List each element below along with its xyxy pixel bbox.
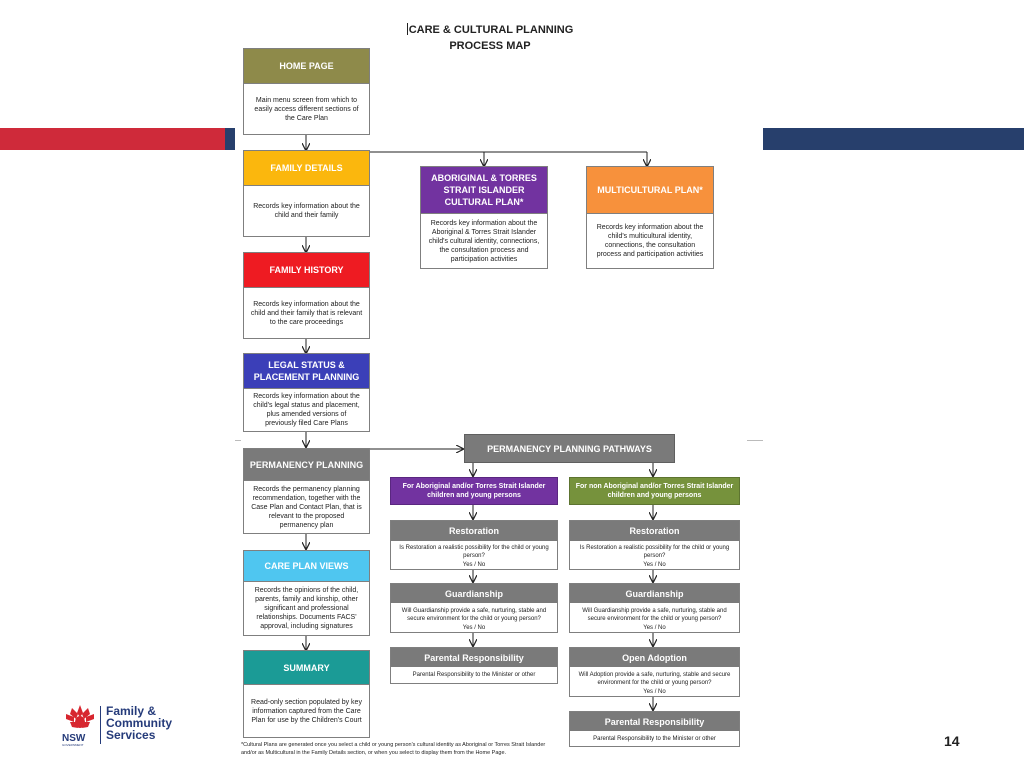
aboriginal-plan-title: ABORIGINAL & TORRES STRAIT ISLANDER CULT… xyxy=(421,167,547,213)
right-restoration-answer: Yes / No xyxy=(643,561,666,568)
permanency-planning-card: PERMANENCY PLANNING Records the permanen… xyxy=(243,448,370,534)
pathway-aboriginal-title: For Aboriginal and/or Torres Strait Isla… xyxy=(402,483,546,499)
title-line-2: PROCESS MAP xyxy=(449,40,531,52)
summary-card: SUMMARY Read-only section populated by k… xyxy=(243,650,370,738)
right-guardianship-question: Will Guardianship provide a safe, nurtur… xyxy=(582,608,727,622)
legal-status-desc: Records key information about the child'… xyxy=(244,388,369,431)
right-adoption-card: Open Adoption Will Adoption provide a sa… xyxy=(569,647,740,697)
right-parental-desc: Parental Responsibility to the Minister … xyxy=(593,735,716,742)
waratah-icon xyxy=(66,705,94,728)
left-parental-desc: Parental Responsibility to the Minister … xyxy=(412,672,536,678)
care-plan-views-title: CARE PLAN VIEWS xyxy=(244,551,369,581)
permanency-planning-title: PERMANENCY PLANNING xyxy=(244,449,369,480)
right-guardianship-title: Guardianship xyxy=(570,584,739,603)
frame-line xyxy=(747,440,763,441)
nsw-family-community-services-logo: NSW GOVERNMENT Family & Community Servic… xyxy=(62,703,182,747)
left-restoration-title: Restoration xyxy=(391,521,557,541)
right-restoration-card: Restoration Is Restoration a realistic p… xyxy=(569,520,740,570)
aboriginal-plan-card: ABORIGINAL & TORRES STRAIT ISLANDER CULT… xyxy=(420,166,548,269)
right-restoration-title: Restoration xyxy=(570,521,739,541)
pathway-aboriginal-header: For Aboriginal and/or Torres Strait Isla… xyxy=(390,477,558,505)
left-guardianship-answer: Yes / No xyxy=(462,624,486,631)
legal-status-title: LEGAL STATUS & PLACEMENT PLANNING xyxy=(244,354,369,388)
family-history-desc: Records key information about the child … xyxy=(244,287,369,338)
left-guardianship-question: Will Guardianship provide a safe, nurtur… xyxy=(401,608,547,622)
footnote: *Cultural Plans are generated once you s… xyxy=(241,742,546,756)
title-line-1: CARE & CULTURAL PLANNING xyxy=(408,24,574,36)
government-label: GOVERNMENT xyxy=(62,743,84,747)
right-adoption-answer: Yes / No xyxy=(643,688,666,695)
family-details-card: FAMILY DETAILS Records key information a… xyxy=(243,150,370,237)
pathway-non-aboriginal-title: For non Aboriginal and/or Torres Strait … xyxy=(575,483,734,499)
right-guardianship-answer: Yes / No xyxy=(643,624,666,631)
left-restoration-question: Is Restoration a realistic possibility f… xyxy=(399,545,549,559)
legal-status-card: LEGAL STATUS & PLACEMENT PLANNING Record… xyxy=(243,353,370,432)
left-restoration-answer: Yes / No xyxy=(462,561,486,568)
care-plan-views-desc: Records the opinions of the child, paren… xyxy=(244,581,369,635)
pathway-non-aboriginal-header: For non Aboriginal and/or Torres Strait … xyxy=(569,477,740,505)
family-history-title: FAMILY HISTORY xyxy=(244,253,369,287)
summary-title: SUMMARY xyxy=(244,651,369,684)
aboriginal-plan-desc: Records key information about the Aborig… xyxy=(421,213,547,268)
brand-name: Family & Community Services xyxy=(106,705,172,741)
multicultural-plan-title: MULTICULTURAL PLAN* xyxy=(587,167,713,213)
right-adoption-question: Will Adoption provide a safe, nurturing,… xyxy=(578,672,731,686)
left-guardianship-card: Guardianship Will Guardianship provide a… xyxy=(390,583,558,633)
permanency-planning-desc: Records the permanency planning recommen… xyxy=(244,480,369,533)
header-stripe-right xyxy=(763,128,1024,150)
page-title: CARE & CULTURAL PLANNING PROCESS MAP xyxy=(380,22,600,54)
brand-line-1: Family & xyxy=(106,704,157,718)
right-parental-title: Parental Responsibility xyxy=(570,712,739,731)
right-parental-card: Parental Responsibility Parental Respons… xyxy=(569,711,740,747)
family-details-desc: Records key information about the child … xyxy=(244,185,369,236)
care-plan-views-card: CARE PLAN VIEWS Records the opinions of … xyxy=(243,550,370,636)
right-adoption-title: Open Adoption xyxy=(570,648,739,667)
pathways-header: PERMANENCY PLANNING PATHWAYS xyxy=(464,434,675,463)
multicultural-plan-card: MULTICULTURAL PLAN* Records key informat… xyxy=(586,166,714,269)
header-stripe-red xyxy=(0,128,225,150)
frame-line xyxy=(235,440,241,441)
text-cursor xyxy=(406,23,408,35)
home-page-title: HOME PAGE xyxy=(244,49,369,83)
pathways-title: PERMANENCY PLANNING PATHWAYS xyxy=(487,443,652,454)
home-page-card: HOME PAGE Main menu screen from which to… xyxy=(243,48,370,135)
multicultural-plan-desc: Records key information about the child'… xyxy=(587,213,713,268)
nsw-wordmark: NSW xyxy=(62,733,86,744)
left-parental-card: Parental Responsibility Parental Respons… xyxy=(390,647,558,684)
right-restoration-question: Is Restoration a realistic possibility f… xyxy=(579,545,730,559)
family-details-title: FAMILY DETAILS xyxy=(244,151,369,185)
family-history-card: FAMILY HISTORY Records key information a… xyxy=(243,252,370,339)
page-number: 14 xyxy=(944,733,960,749)
left-guardianship-title: Guardianship xyxy=(391,584,557,603)
home-page-desc: Main menu screen from which to easily ac… xyxy=(244,83,369,134)
summary-desc: Read-only section populated by key infor… xyxy=(244,684,369,737)
left-restoration-card: Restoration Is Restoration a realistic p… xyxy=(390,520,558,570)
logo-divider xyxy=(100,706,101,744)
left-parental-title: Parental Responsibility xyxy=(391,648,557,667)
right-guardianship-card: Guardianship Will Guardianship provide a… xyxy=(569,583,740,633)
brand-line-2: Community xyxy=(106,716,172,730)
header-stripe-navy xyxy=(225,128,235,150)
brand-line-3: Services xyxy=(106,728,156,742)
